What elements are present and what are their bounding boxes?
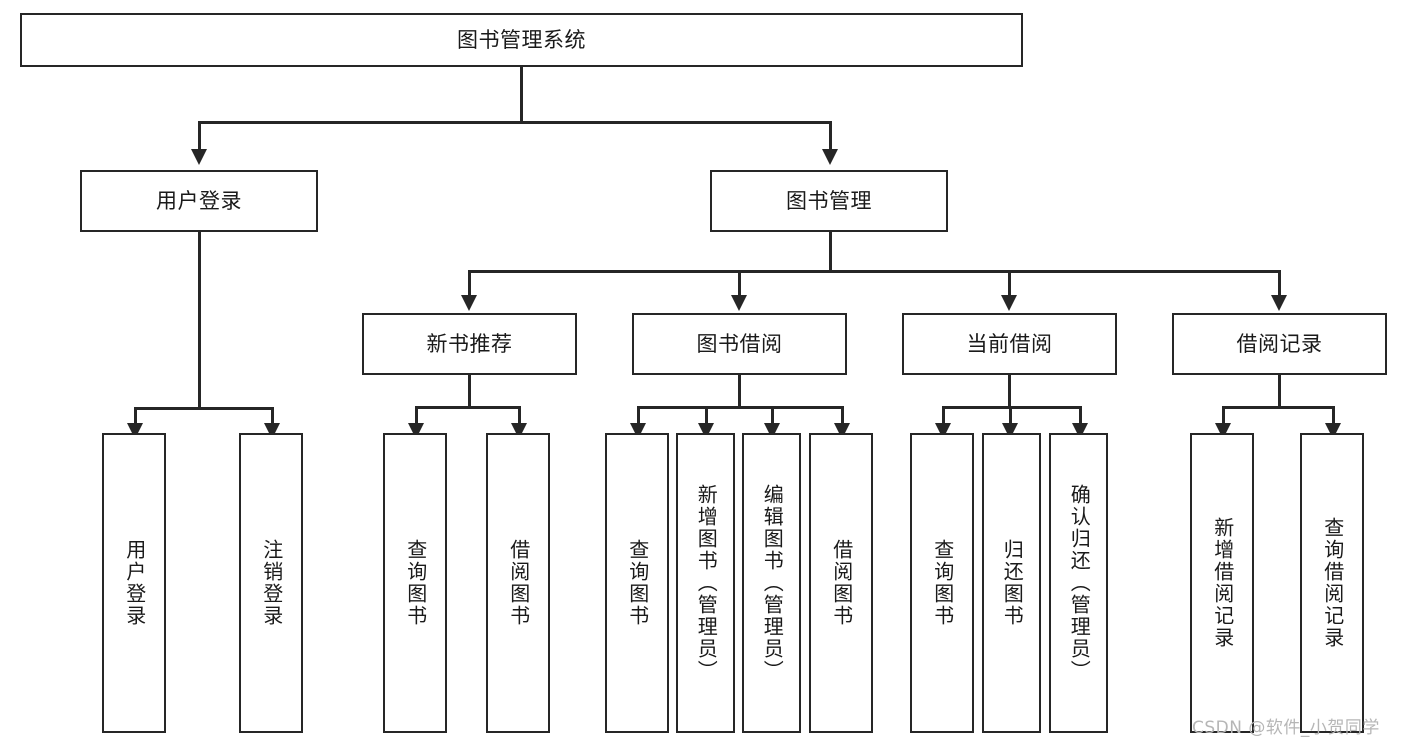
arrow-to-borrow-record xyxy=(1271,295,1287,311)
connector-cb-drop-1 xyxy=(942,406,945,425)
node-label: 归还图书 xyxy=(1000,539,1025,627)
connector-cb-drop-2 xyxy=(1009,406,1012,425)
node-user-login[interactable]: 用户登录 xyxy=(80,170,318,232)
node-label: 查询借阅记录 xyxy=(1320,517,1345,649)
leaf-node-bb-borrow-book[interactable]: 借阅图书 xyxy=(809,433,873,733)
arrow-to-book-borrow xyxy=(731,295,747,311)
connector-level2-drop-user-login xyxy=(198,121,201,149)
connector-current-borrow-bus xyxy=(942,406,1081,409)
node-label: 图书借阅 xyxy=(696,331,783,356)
connector-root-stem xyxy=(520,67,523,121)
leaf-node-cb-confirm-return[interactable]: 确认归还（管理员） xyxy=(1049,433,1108,733)
node-label: 用户登录 xyxy=(122,539,147,627)
connector-level3-bus xyxy=(468,270,1280,273)
leaf-node-cb-query-book[interactable]: 查询图书 xyxy=(910,433,974,733)
arrow-to-current-borrow xyxy=(1001,295,1017,311)
watermark-text: CSDN @软件_小贺同学 xyxy=(1192,718,1380,738)
connector-book-borrow-bus xyxy=(637,406,843,409)
connector-br-drop-1 xyxy=(1222,406,1225,425)
leaf-node-logout[interactable]: 注销登录 xyxy=(239,433,303,733)
node-label: 借阅图书 xyxy=(506,539,531,627)
connector-level3-drop-4 xyxy=(1278,270,1281,297)
connector-user-login-drop-1 xyxy=(134,407,137,425)
leaf-node-bb-edit-book[interactable]: 编辑图书（管理员） xyxy=(742,433,801,733)
node-label: 图书管理 xyxy=(786,188,872,213)
connector-new-book-recommend-bus xyxy=(415,406,521,409)
node-label: 注销登录 xyxy=(259,539,284,627)
leaf-node-br-add-record[interactable]: 新增借阅记录 xyxy=(1190,433,1254,733)
connector-bb-drop-3 xyxy=(771,406,774,425)
leaf-node-nbr-query-book[interactable]: 查询图书 xyxy=(383,433,447,733)
connector-level3-drop-2 xyxy=(738,270,741,297)
connector-current-borrow-stem xyxy=(1008,375,1011,408)
connector-level3-drop-3 xyxy=(1008,270,1011,297)
leaf-node-br-query-record[interactable]: 查询借阅记录 xyxy=(1300,433,1364,733)
node-current-borrow[interactable]: 当前借阅 xyxy=(902,313,1117,375)
connector-bb-drop-2 xyxy=(705,406,708,425)
connector-level3-drop-1 xyxy=(468,270,471,297)
node-label: 查询图书 xyxy=(403,539,428,627)
leaf-node-cb-return-book[interactable]: 归还图书 xyxy=(982,433,1041,733)
connector-book-borrow-stem xyxy=(738,375,741,408)
node-label: 查询图书 xyxy=(625,539,650,627)
connector-level2-bus xyxy=(198,121,832,124)
connector-borrow-record-stem xyxy=(1278,375,1281,408)
node-label: 借阅图书 xyxy=(829,539,854,627)
node-label: 新增图书（管理员） xyxy=(694,484,719,682)
connector-bb-drop-4 xyxy=(841,406,844,425)
leaf-node-user-login[interactable]: 用户登录 xyxy=(102,433,166,733)
connector-level2-drop-book-management xyxy=(829,121,832,149)
node-label: 查询图书 xyxy=(930,539,955,627)
node-label: 当前借阅 xyxy=(966,331,1053,356)
node-borrow-record[interactable]: 借阅记录 xyxy=(1172,313,1387,375)
node-label: 编辑图书（管理员） xyxy=(760,484,785,682)
arrow-to-book-management xyxy=(822,149,838,165)
connector-user-login-bus xyxy=(134,407,274,410)
node-root-book-management-system[interactable]: 图书管理系统 xyxy=(20,13,1023,67)
node-label: 借阅记录 xyxy=(1236,331,1323,356)
connector-new-book-recommend-stem xyxy=(468,375,471,408)
arrow-to-user-login xyxy=(191,149,207,165)
arrow-to-new-book-recommend xyxy=(461,295,477,311)
node-label: 新增借阅记录 xyxy=(1210,517,1235,649)
connector-nbr-drop-1 xyxy=(415,406,418,425)
connector-br-drop-2 xyxy=(1332,406,1335,425)
node-label: 图书管理系统 xyxy=(457,27,586,52)
node-new-book-recommend[interactable]: 新书推荐 xyxy=(362,313,577,375)
connector-user-login-stem xyxy=(198,232,201,409)
leaf-node-nbr-borrow-book[interactable]: 借阅图书 xyxy=(486,433,550,733)
leaf-node-bb-query-book[interactable]: 查询图书 xyxy=(605,433,669,733)
node-label: 用户登录 xyxy=(156,188,242,213)
node-book-management[interactable]: 图书管理 xyxy=(710,170,948,232)
node-label: 新书推荐 xyxy=(426,331,513,356)
connector-user-login-drop-2 xyxy=(271,407,274,425)
node-label: 确认归还（管理员） xyxy=(1067,484,1092,682)
connector-borrow-record-bus xyxy=(1222,406,1335,409)
connector-bb-drop-1 xyxy=(637,406,640,425)
connector-nbr-drop-2 xyxy=(518,406,521,425)
connector-cb-drop-3 xyxy=(1079,406,1082,425)
node-book-borrow[interactable]: 图书借阅 xyxy=(632,313,847,375)
connector-book-management-stem xyxy=(829,232,832,272)
leaf-node-bb-add-book[interactable]: 新增图书（管理员） xyxy=(676,433,735,733)
